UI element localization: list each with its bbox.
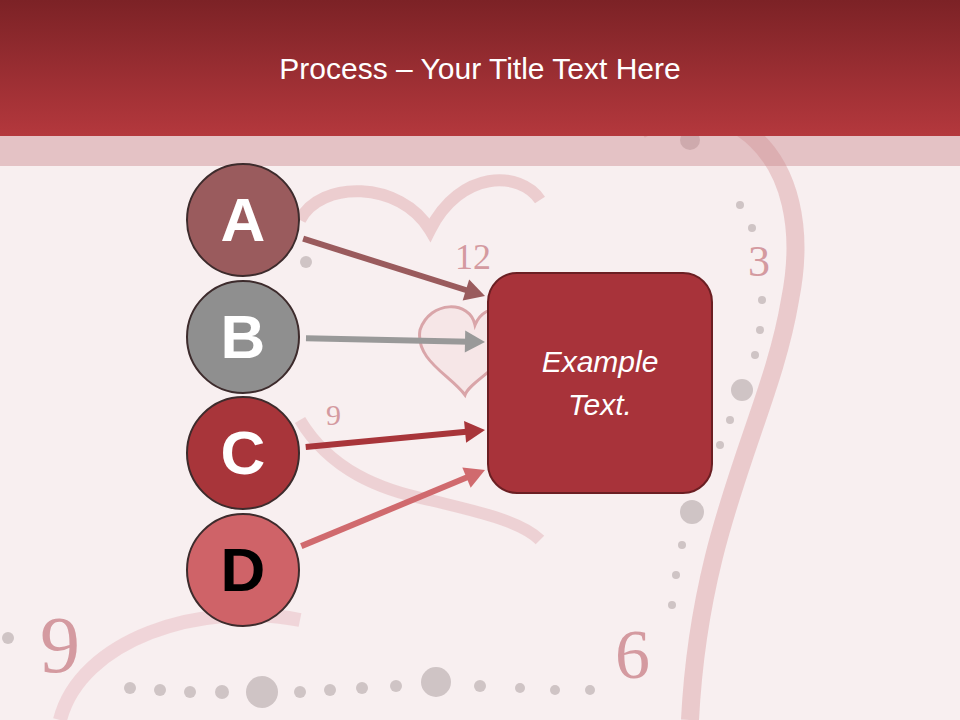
step-circle: B [186, 280, 300, 394]
arrow-connector [301, 467, 485, 546]
clock-numeral: 12 [455, 236, 491, 278]
result-box: Example Text. [487, 272, 713, 494]
step-letter: D [221, 539, 266, 601]
step-letter: B [221, 306, 266, 368]
arrow-head [464, 421, 485, 443]
step-circle: A [186, 163, 300, 277]
box-text: Example Text. [525, 340, 675, 427]
arrow-head [463, 280, 485, 301]
arrow-connector [306, 331, 485, 353]
arrow-line [306, 432, 469, 448]
slide-title: Process – Your Title Text Here [0, 52, 960, 86]
arrow-line [306, 338, 469, 341]
arrow-head [462, 467, 485, 487]
arrow-line [301, 476, 470, 546]
clock-numeral: 9 [326, 398, 341, 432]
step-letter: A [221, 189, 266, 251]
header-band [0, 136, 960, 166]
arrow-head [465, 331, 485, 353]
clock-numeral: 3 [748, 236, 770, 287]
step-letter: C [221, 422, 266, 484]
clock-numeral: 9 [40, 600, 80, 691]
arrow-line [303, 239, 470, 292]
clock-numeral: 6 [615, 615, 650, 695]
step-circle: C [186, 396, 300, 510]
step-circle: D [186, 513, 300, 627]
